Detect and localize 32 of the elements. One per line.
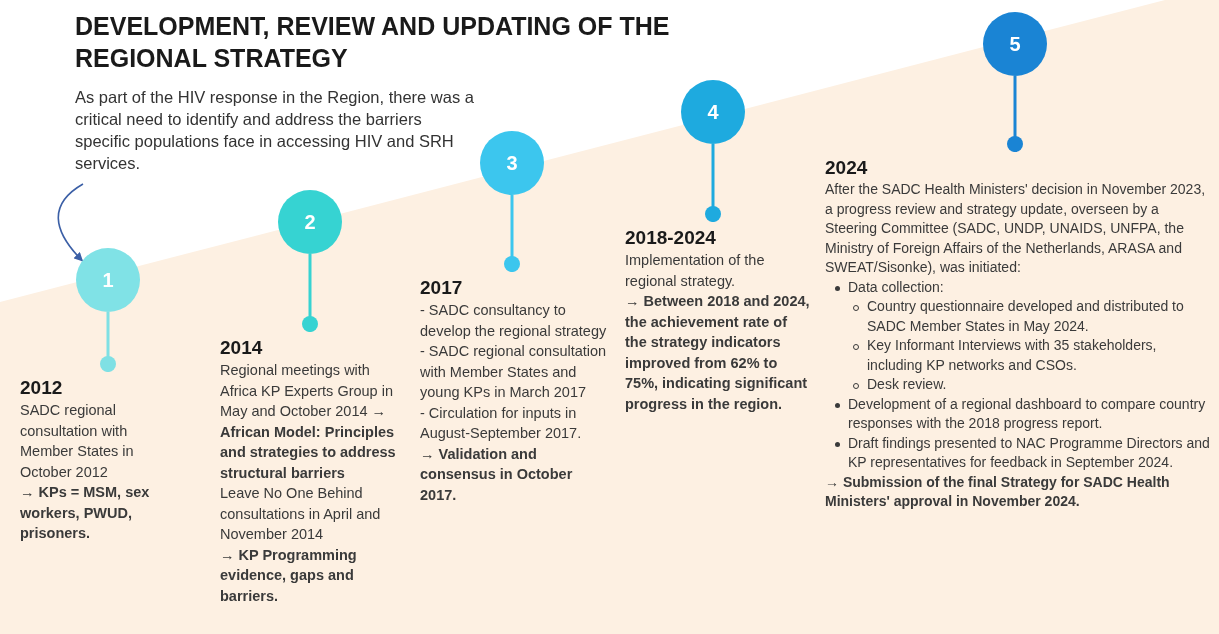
paragraph: → KP Programming evidence, gaps and barriers. bbox=[220, 545, 358, 606]
pin-stem bbox=[1007, 76, 1023, 152]
paragraph: Regional meetings with Africa KP Experts Group in May and October 2014 → African Model: Principles and strategies to address structural barriers bbox=[220, 361, 397, 483]
paragraph: SADC regional consultation with Member States in October 2012 bbox=[20, 401, 135, 482]
paragraph: Implementation of the regional strategy. bbox=[625, 251, 766, 291]
paragraph: - SADC consultancy to develop the regional strategy bbox=[420, 301, 608, 341]
intro-paragraph: As part of the HIV response in the Region, there was a critical need to identify and address the barriers specific populations face in accessing HIV and SRH services. bbox=[75, 86, 475, 174]
year-heading: 2017 bbox=[420, 276, 464, 300]
year-heading: 2018-2024 bbox=[625, 226, 717, 250]
list-item-text: Data collection: bbox=[848, 277, 944, 297]
pin-stem bbox=[100, 312, 116, 372]
paragraph: → Between 2018 and 2024, the achievement rate of the strategy indicators improved from 62% to 75%, indicating significant progress in the region. bbox=[625, 292, 811, 414]
list-item-text: Country questionnaire developed and distributed to SADC Member States in May 2024. bbox=[867, 297, 1185, 336]
year-heading: 2012 bbox=[20, 376, 64, 400]
list-item-text: Development of a regional dashboard to compare country responses with the 2018 progress report. bbox=[848, 394, 1207, 433]
pin-stem bbox=[504, 195, 520, 272]
paragraph: - SADC regional consultation with Member States and young KPs in March 2017 bbox=[420, 342, 608, 402]
paragraph: Leave No One Behind consultations in April and November 2014 bbox=[220, 484, 382, 544]
paragraph: → KPs = MSM, sex workers, PWUD, prisoners. bbox=[20, 483, 151, 543]
paragraph: - Circulation for inputs in August-September 2017. bbox=[420, 403, 583, 443]
list-item-text: Draft findings presented to NAC Programme Directors and KP representatives for feedback in September 2024. bbox=[848, 433, 1211, 472]
pin-stem bbox=[705, 144, 721, 222]
pin-stem bbox=[302, 254, 318, 332]
list-item-text: Key Informant Interviews with 35 stakeholders, including KP networks and CSOs. bbox=[867, 336, 1158, 375]
year-heading: 2024 bbox=[825, 156, 869, 180]
paragraph: → Validation and consensus in October 2017. bbox=[420, 444, 574, 505]
paragraph: → Submission of the final Strategy for SADC Health Ministers' approval in November 2024. bbox=[825, 472, 1171, 511]
title: DEVELOPMENT, REVIEW AND UPDATING OF THE REGIONAL STRATEGY bbox=[75, 11, 671, 74]
paragraph: After the SADC Health Ministers' decision in November 2023, a progress review and strategy update, overseen by a Steering Committee (SADC, UNDP, UNAIDS, UNFPA, the Ministry of Foreign Affairs of the Netherlands, ARASA and SWEAT/Sisonke), was initiated: bbox=[825, 180, 1207, 277]
year-heading: 2014 bbox=[220, 336, 264, 360]
curved-arrow bbox=[57, 183, 84, 262]
list-item-text: Desk review. bbox=[867, 375, 947, 394]
